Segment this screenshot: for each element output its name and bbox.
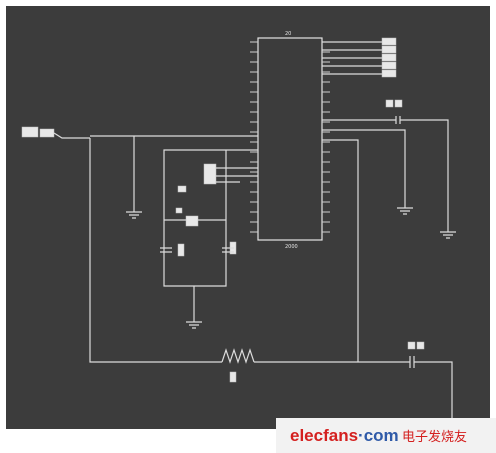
- output-cap-tag: [407, 341, 416, 350]
- right-decoupling: [322, 99, 456, 239]
- inductor-tag: [229, 371, 237, 383]
- component-tag: [175, 207, 183, 214]
- chip-pins-left: [250, 41, 258, 233]
- schematic-background: [6, 6, 490, 429]
- output-cap-tag: [416, 341, 425, 350]
- capacitor-tag: [177, 243, 185, 257]
- chip-label-bottom: 2000: [285, 244, 298, 250]
- output-bus: [322, 37, 397, 78]
- output-terminal: [381, 45, 397, 54]
- watermark-brand: elecfans·com: [290, 426, 399, 445]
- output-terminal: [381, 37, 397, 46]
- output-terminal: [381, 53, 397, 62]
- oscillator-circuit: [160, 149, 258, 329]
- left-ground: [126, 136, 142, 219]
- component-tag: [177, 185, 187, 193]
- watermark: elecfans·com 电子发烧友: [276, 418, 496, 453]
- chip-label-top: 20: [285, 31, 291, 37]
- input-connector: [21, 126, 90, 139]
- output-terminal: [381, 69, 397, 78]
- watermark-chinese: 电子发烧友: [402, 429, 467, 445]
- output-terminal: [381, 61, 397, 70]
- power-loop: [89, 138, 453, 418]
- reset-tag: [203, 163, 217, 185]
- crystal: [185, 215, 199, 227]
